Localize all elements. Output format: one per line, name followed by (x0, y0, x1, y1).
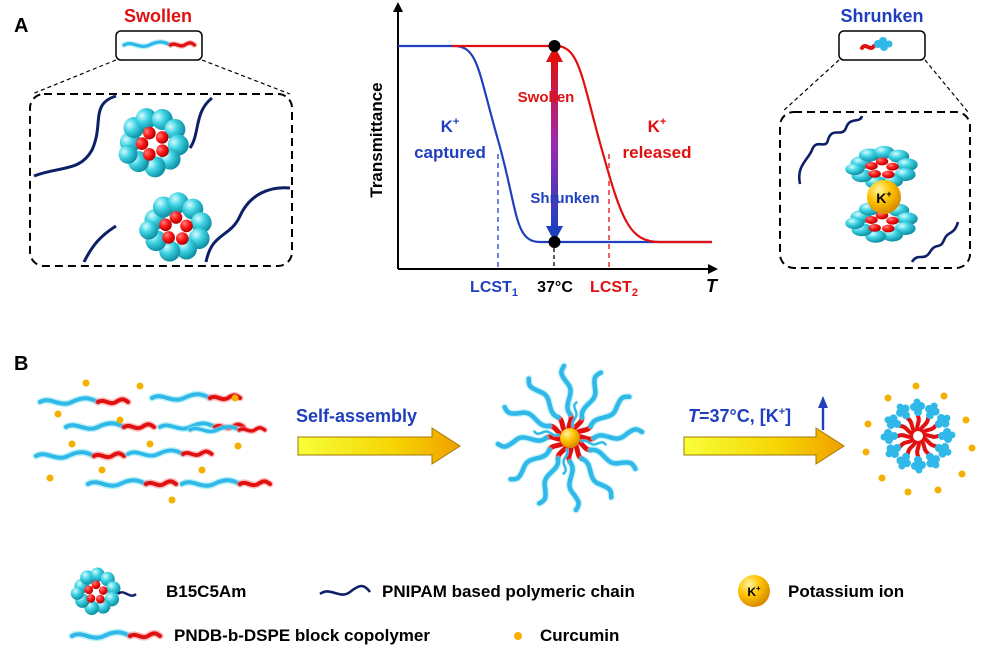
k-released-symbol: K+ (648, 116, 667, 136)
k-captured-symbol: K+ (441, 116, 460, 136)
potassium-ion (867, 180, 901, 214)
legend-copolymer-icon (72, 632, 160, 638)
tick-lcst1: LCST1 (470, 279, 518, 299)
zoom-line-right (201, 59, 291, 95)
zoom-line-right (924, 59, 969, 113)
legend-potassium-symbol: K+ (747, 584, 761, 599)
legend-potassium-icon (738, 575, 770, 607)
legend-b15c5am-tail (117, 591, 137, 597)
free-copolymers (36, 394, 270, 486)
self-assembly-arrow (297, 427, 461, 465)
y-axis-arrow (393, 2, 403, 12)
potassium-ion-label: K+ (876, 189, 891, 206)
micelle (498, 366, 642, 510)
x-axis-label: T (706, 276, 719, 296)
swollen-title: Swollen (124, 6, 192, 26)
swollen-state-point (548, 40, 561, 52)
tick-37c: 37°C (537, 279, 573, 296)
pnipam-coiled-chain (797, 115, 864, 185)
curcumin-dots (46, 379, 242, 504)
swollen-annotation: Swollen (518, 89, 575, 106)
lcst-chart: Transmittance T K+ captured K+ released … (367, 2, 719, 299)
zoom-line-left (31, 59, 117, 95)
released-curcumin-dots (862, 382, 976, 496)
swollen-mini-box (115, 30, 203, 61)
legend: B15C5Am PNIPAM based polymeric chain K+ … (70, 567, 904, 645)
k-released-label: released (623, 143, 692, 162)
pnipam-chain (204, 186, 291, 263)
legend-b15c5am-icon (70, 567, 121, 616)
legend-copolymer-label: PNDB-b-DSPE block copolymer (174, 626, 430, 645)
release-arrow (683, 427, 845, 465)
blue-curve (398, 44, 712, 244)
legend-potassium-label: Potassium ion (788, 582, 904, 601)
red-curve (452, 44, 712, 244)
k-increase-arrowhead (818, 396, 828, 408)
legend-curcumin-icon (514, 632, 522, 640)
x-axis-arrow (708, 264, 718, 274)
self-assembly-label: Self-assembly (296, 406, 417, 426)
y-axis-label: Transmittance (367, 82, 386, 197)
shrunken-mini-copolymer (860, 37, 893, 51)
pnipam-chain (188, 96, 213, 149)
transition-arrow-shaft (551, 60, 558, 228)
legend-pnipam-label: PNIPAM based polymeric chain (382, 582, 635, 601)
k-captured-label: captured (414, 143, 486, 162)
collapsed-micelle (878, 396, 958, 476)
transition-arrow-up (546, 46, 563, 62)
pnipam-chain (33, 94, 117, 178)
legend-b15c5am-label: B15C5Am (166, 582, 246, 601)
trigger-condition-label: T=37°C, [K+] (688, 406, 791, 426)
legend-curcumin-label: Curcumin (540, 626, 619, 645)
transition-arrow-down (546, 226, 563, 242)
shrunken-annotation: Shrunken (530, 190, 599, 207)
pnipam-chain (82, 224, 117, 263)
legend-pnipam-icon (319, 584, 372, 596)
zoom-line-left (781, 59, 840, 113)
pnipam-coiled-chain (910, 221, 960, 263)
curcumin-core (560, 428, 580, 448)
shrunken-state-point (548, 236, 561, 248)
panel-a-label: A (14, 15, 28, 37)
tick-lcst2: LCST2 (590, 279, 638, 299)
shrunken-title: Shrunken (840, 6, 923, 26)
panel-b-label: B (14, 353, 28, 375)
